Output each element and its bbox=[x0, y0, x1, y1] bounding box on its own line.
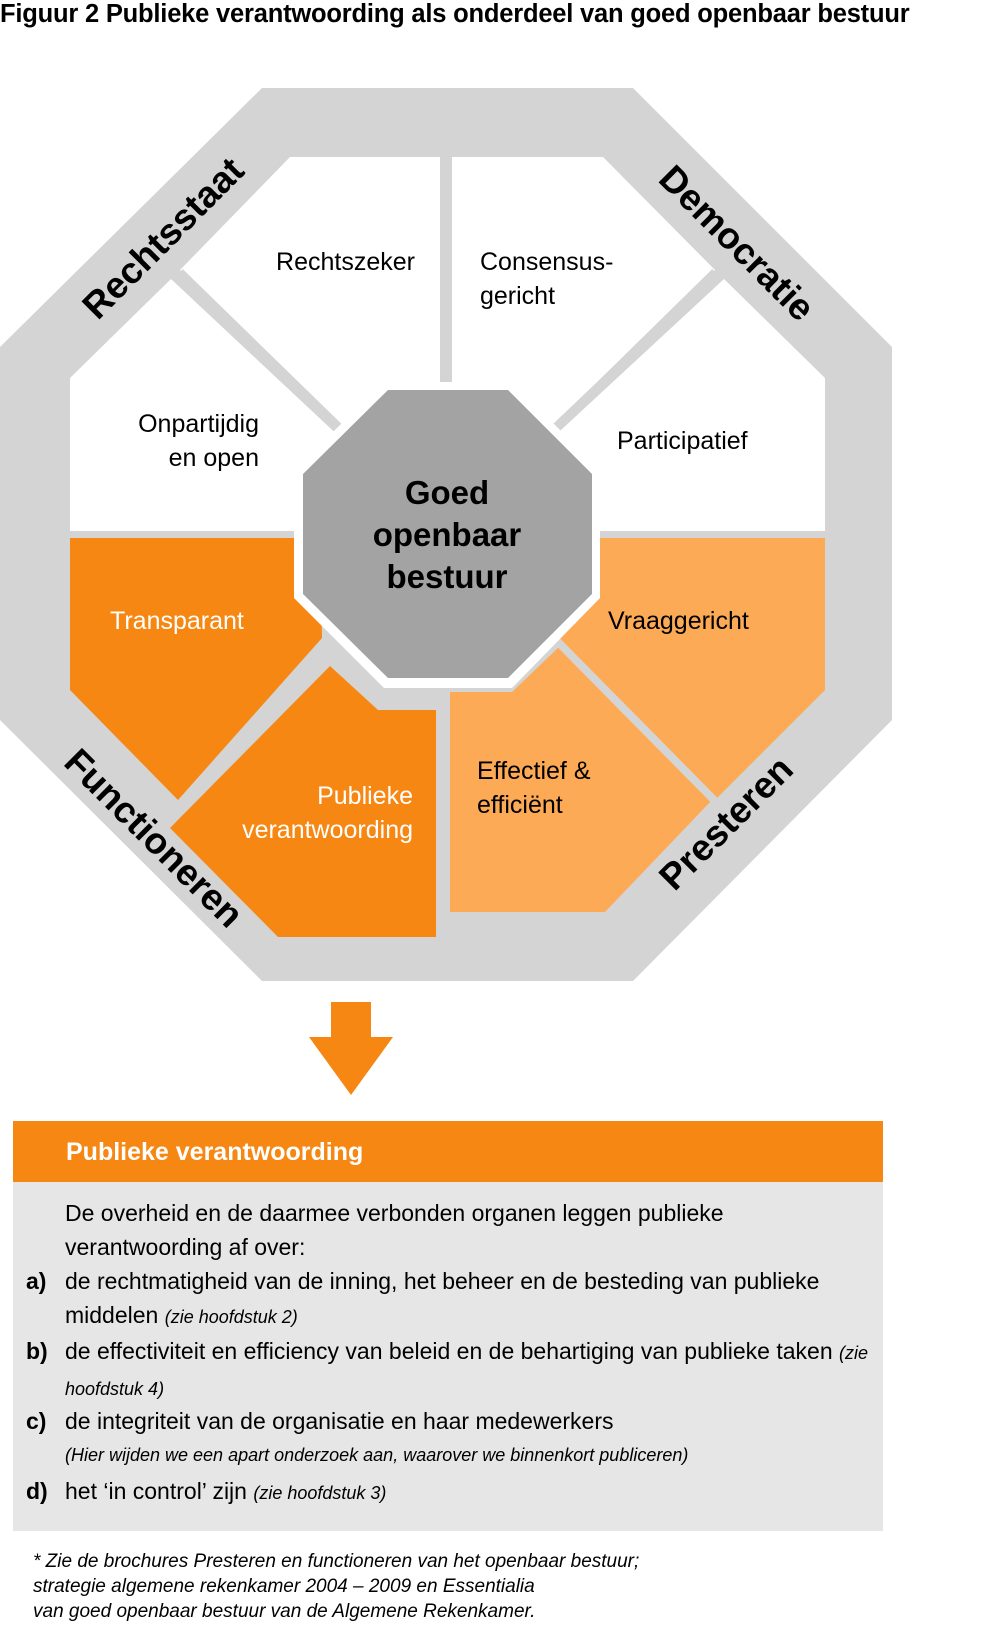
figure-title: Figuur 2 Publieke verantwoording als ond… bbox=[0, 0, 910, 28]
label-consensus-line1: Consensus- bbox=[480, 248, 613, 276]
label-participatief: Participatief bbox=[617, 427, 748, 455]
footnote-line1: * Zie de brochures Presteren en function… bbox=[33, 1551, 640, 1572]
segment-transparant bbox=[70, 538, 322, 800]
list-item: d) het ‘in control’ zijn (zie hoofdstuk … bbox=[13, 1474, 873, 1510]
list-item-text-main: de effectiviteit en efficiency van belei… bbox=[65, 1338, 833, 1364]
good-governance-octagon-diagram: Goed openbaar bestuur Rechtszeker Consen… bbox=[0, 88, 892, 1095]
center-label-line2: openbaar bbox=[373, 516, 522, 553]
label-effectief-line2: efficiënt bbox=[477, 791, 563, 819]
list-item: c) de integriteit van de organisatie en … bbox=[13, 1404, 873, 1438]
label-transparant: Transparant bbox=[110, 607, 244, 635]
list-item-text: de rechtmatigheid van de inning, het beh… bbox=[65, 1264, 873, 1334]
list-item-note: (Hier wijden we een apart onderzoek aan,… bbox=[65, 1445, 689, 1465]
list-item-text-main: het ‘in control’ zijn bbox=[65, 1478, 247, 1504]
list-item-text: de effectiviteit en efficiency van belei… bbox=[65, 1334, 873, 1406]
list-item-text-main: de rechtmatigheid van de inning, het beh… bbox=[65, 1268, 820, 1328]
list-item-letter: d) bbox=[26, 1478, 48, 1504]
segment-vraaggericht bbox=[560, 538, 825, 798]
center-label-line3: bestuur bbox=[386, 558, 507, 595]
label-consensus-line2: gericht bbox=[480, 282, 555, 310]
label-effectief-line1: Effectief & bbox=[477, 757, 591, 785]
list-item-letter: a) bbox=[26, 1268, 47, 1294]
label-rechtszeker: Rechtszeker bbox=[276, 248, 415, 276]
list-item: a) de rechtmatigheid van de inning, het … bbox=[13, 1264, 873, 1334]
segment-publieke-verantwoording bbox=[170, 666, 436, 937]
center-octagon bbox=[303, 390, 592, 678]
chapter-reference: (zie hoofdstuk 4) bbox=[65, 1343, 869, 1399]
label-vraaggericht: Vraaggericht bbox=[608, 607, 749, 635]
list-item-text: het ‘in control’ zijn (zie hoofdstuk 3) bbox=[65, 1474, 873, 1510]
arrow-down-icon bbox=[309, 1002, 393, 1095]
separator-bottom-right bbox=[553, 637, 717, 803]
label-publieke-line1: Publieke bbox=[317, 782, 413, 810]
list-item-text: de integriteit van de organisatie en haa… bbox=[65, 1408, 614, 1434]
label-onpartijdig-line1: Onpartijdig bbox=[138, 410, 259, 438]
list-item-letter: c) bbox=[26, 1408, 47, 1434]
footnote-line2: strategie algemene rekenkamer 2004 – 200… bbox=[33, 1576, 535, 1597]
label-publieke-line2: verantwoording bbox=[242, 816, 413, 844]
list-item: b) de effectiviteit en efficiency van be… bbox=[13, 1334, 873, 1406]
segment-effectief-efficient bbox=[450, 646, 712, 912]
chapter-reference: (zie hoofdstuk 2) bbox=[164, 1307, 298, 1327]
chapter-reference: (zie hoofdstuk 3) bbox=[253, 1483, 387, 1503]
center-label-line1: Goed bbox=[405, 474, 489, 511]
panel-header: Publieke verantwoording bbox=[13, 1121, 883, 1182]
separator-top-left bbox=[177, 269, 343, 431]
footnote-line3: van goed openbaar bestuur van de Algemen… bbox=[33, 1601, 536, 1622]
footnote: * Zie de brochures Presteren en function… bbox=[33, 1549, 933, 1624]
panel-body: De overheid en de daarmee verbonden orga… bbox=[13, 1182, 883, 1531]
label-onpartijdig-line2: en open bbox=[169, 444, 259, 472]
separator-top-right bbox=[553, 269, 718, 431]
panel-intro: De overheid en de daarmee verbonden orga… bbox=[65, 1200, 724, 1260]
list-item-letter: b) bbox=[26, 1338, 48, 1364]
